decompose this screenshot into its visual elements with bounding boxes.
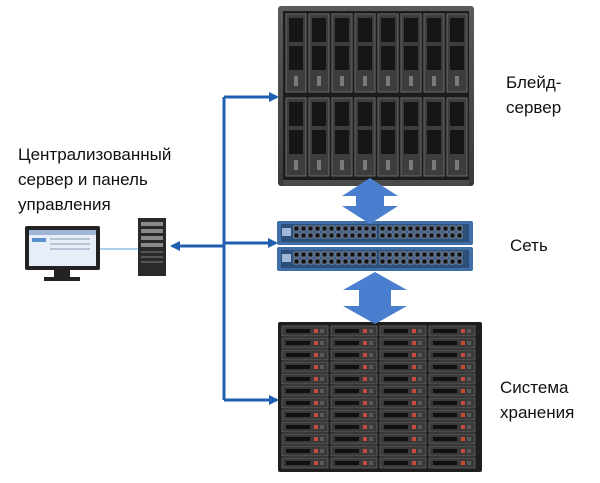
blade-network-link-arrow xyxy=(342,178,398,224)
storage-array xyxy=(278,322,482,472)
network-storage-link-arrow xyxy=(343,272,407,324)
control-label-line-2: сервер и панель xyxy=(18,170,148,189)
blade-label-line-2: сервер xyxy=(506,98,562,117)
storage-label: Система хранения xyxy=(500,375,595,425)
tower-server-icon xyxy=(138,218,166,276)
control-label-line-1: Централизованный xyxy=(18,145,172,164)
control-label-line-3: управления xyxy=(18,195,111,214)
network-label: Сеть xyxy=(510,233,590,258)
management-connector xyxy=(170,92,279,405)
monitor-icon xyxy=(25,226,100,281)
network-switch xyxy=(277,221,473,271)
network-label-line-1: Сеть xyxy=(510,236,548,255)
blade-label-line-1: Блейд- xyxy=(506,73,562,92)
blade-server-chassis xyxy=(278,6,474,186)
storage-label-line-1: Система xyxy=(500,378,569,397)
control-server-label: Централизованный сервер и панель управле… xyxy=(18,142,218,217)
storage-label-line-2: хранения xyxy=(500,403,575,422)
blade-server-label: Блейд- сервер xyxy=(506,70,596,120)
